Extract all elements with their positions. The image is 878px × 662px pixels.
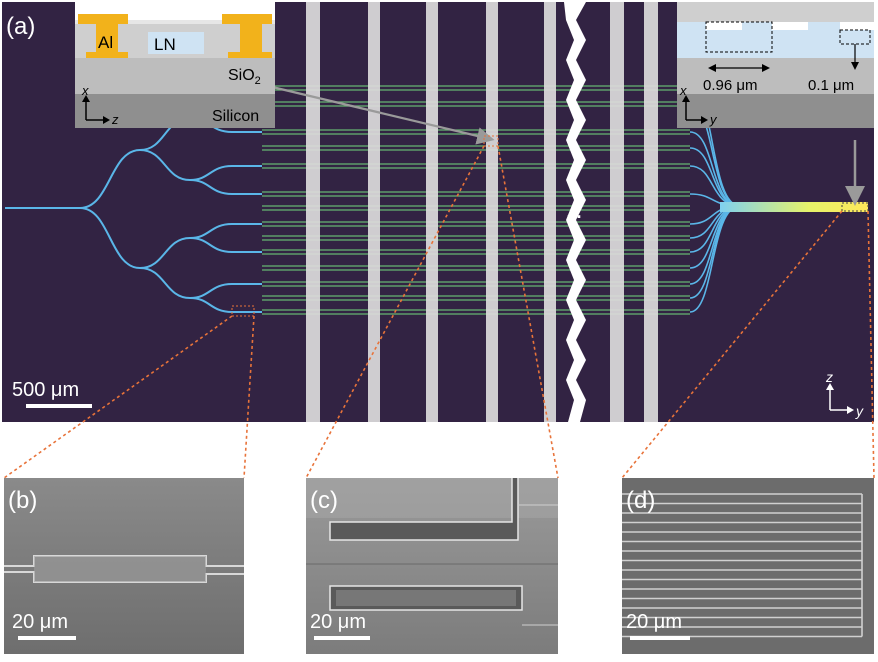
panel-b-scale-text: 20 μm [12, 611, 68, 633]
electrode [544, 2, 556, 422]
svg-text:Al: Al [98, 33, 113, 52]
svg-text:SiO2: SiO2 [228, 67, 261, 87]
cross-section-left: Al LN SiO2 Silicon x z [75, 2, 275, 128]
electrode [368, 2, 380, 422]
panel-c-scale-bar [314, 636, 370, 640]
panel-a-scale-bar [26, 404, 92, 408]
svg-text:0.96 μm: 0.96 μm [703, 77, 758, 94]
panel-a: ... Al LN SiO2 Silicon [2, 2, 874, 422]
electrode [426, 2, 438, 422]
break-mark [564, 2, 586, 422]
panel-b-scale-bar [18, 636, 76, 640]
panel-d-scale-bar [630, 636, 690, 640]
panel-a-scale-text: 500 μm [12, 379, 79, 401]
svg-text:LN: LN [154, 35, 176, 54]
electrode [486, 2, 498, 422]
ellipsis-text: ... [566, 202, 581, 222]
electrode [610, 2, 624, 422]
svg-text:Silicon: Silicon [212, 108, 259, 125]
electrode-array [306, 2, 658, 422]
main-axes: z y [825, 369, 864, 419]
aluminum-electrode-right [222, 14, 272, 58]
panel-b: (b) 20 μm [4, 478, 244, 654]
panel-d-scale-text: 20 μm [626, 611, 682, 633]
panel-d-label: (d) [626, 487, 655, 514]
svg-text:y: y [855, 403, 864, 419]
panel-c-scale-text: 20 μm [310, 611, 366, 633]
svg-text:z: z [825, 369, 833, 385]
electrode [306, 2, 320, 422]
svg-text:x: x [81, 83, 89, 98]
svg-text:0.1 μm: 0.1 μm [808, 77, 854, 94]
svg-text:z: z [111, 112, 119, 127]
panel-b-label: (b) [8, 487, 37, 514]
svg-text:x: x [679, 83, 687, 98]
svg-text:y: y [709, 112, 718, 127]
electrode [644, 2, 658, 422]
panel-c-label: (c) [310, 487, 338, 514]
panel-c: (c) 20 μm [306, 478, 558, 654]
output-grating [720, 202, 868, 212]
panel-a-label: (a) [6, 13, 35, 40]
grating-lines [622, 493, 863, 638]
panel-d: (d) 20 μm [622, 478, 874, 654]
pointer-arrow-left [267, 84, 495, 145]
lithium-niobate-layer [148, 32, 204, 54]
zoom-guide-lines [3, 145, 875, 479]
cross-section-right: 0.96 μm 0.1 μm x y [677, 2, 874, 128]
aluminum-electrode-left [78, 14, 128, 58]
